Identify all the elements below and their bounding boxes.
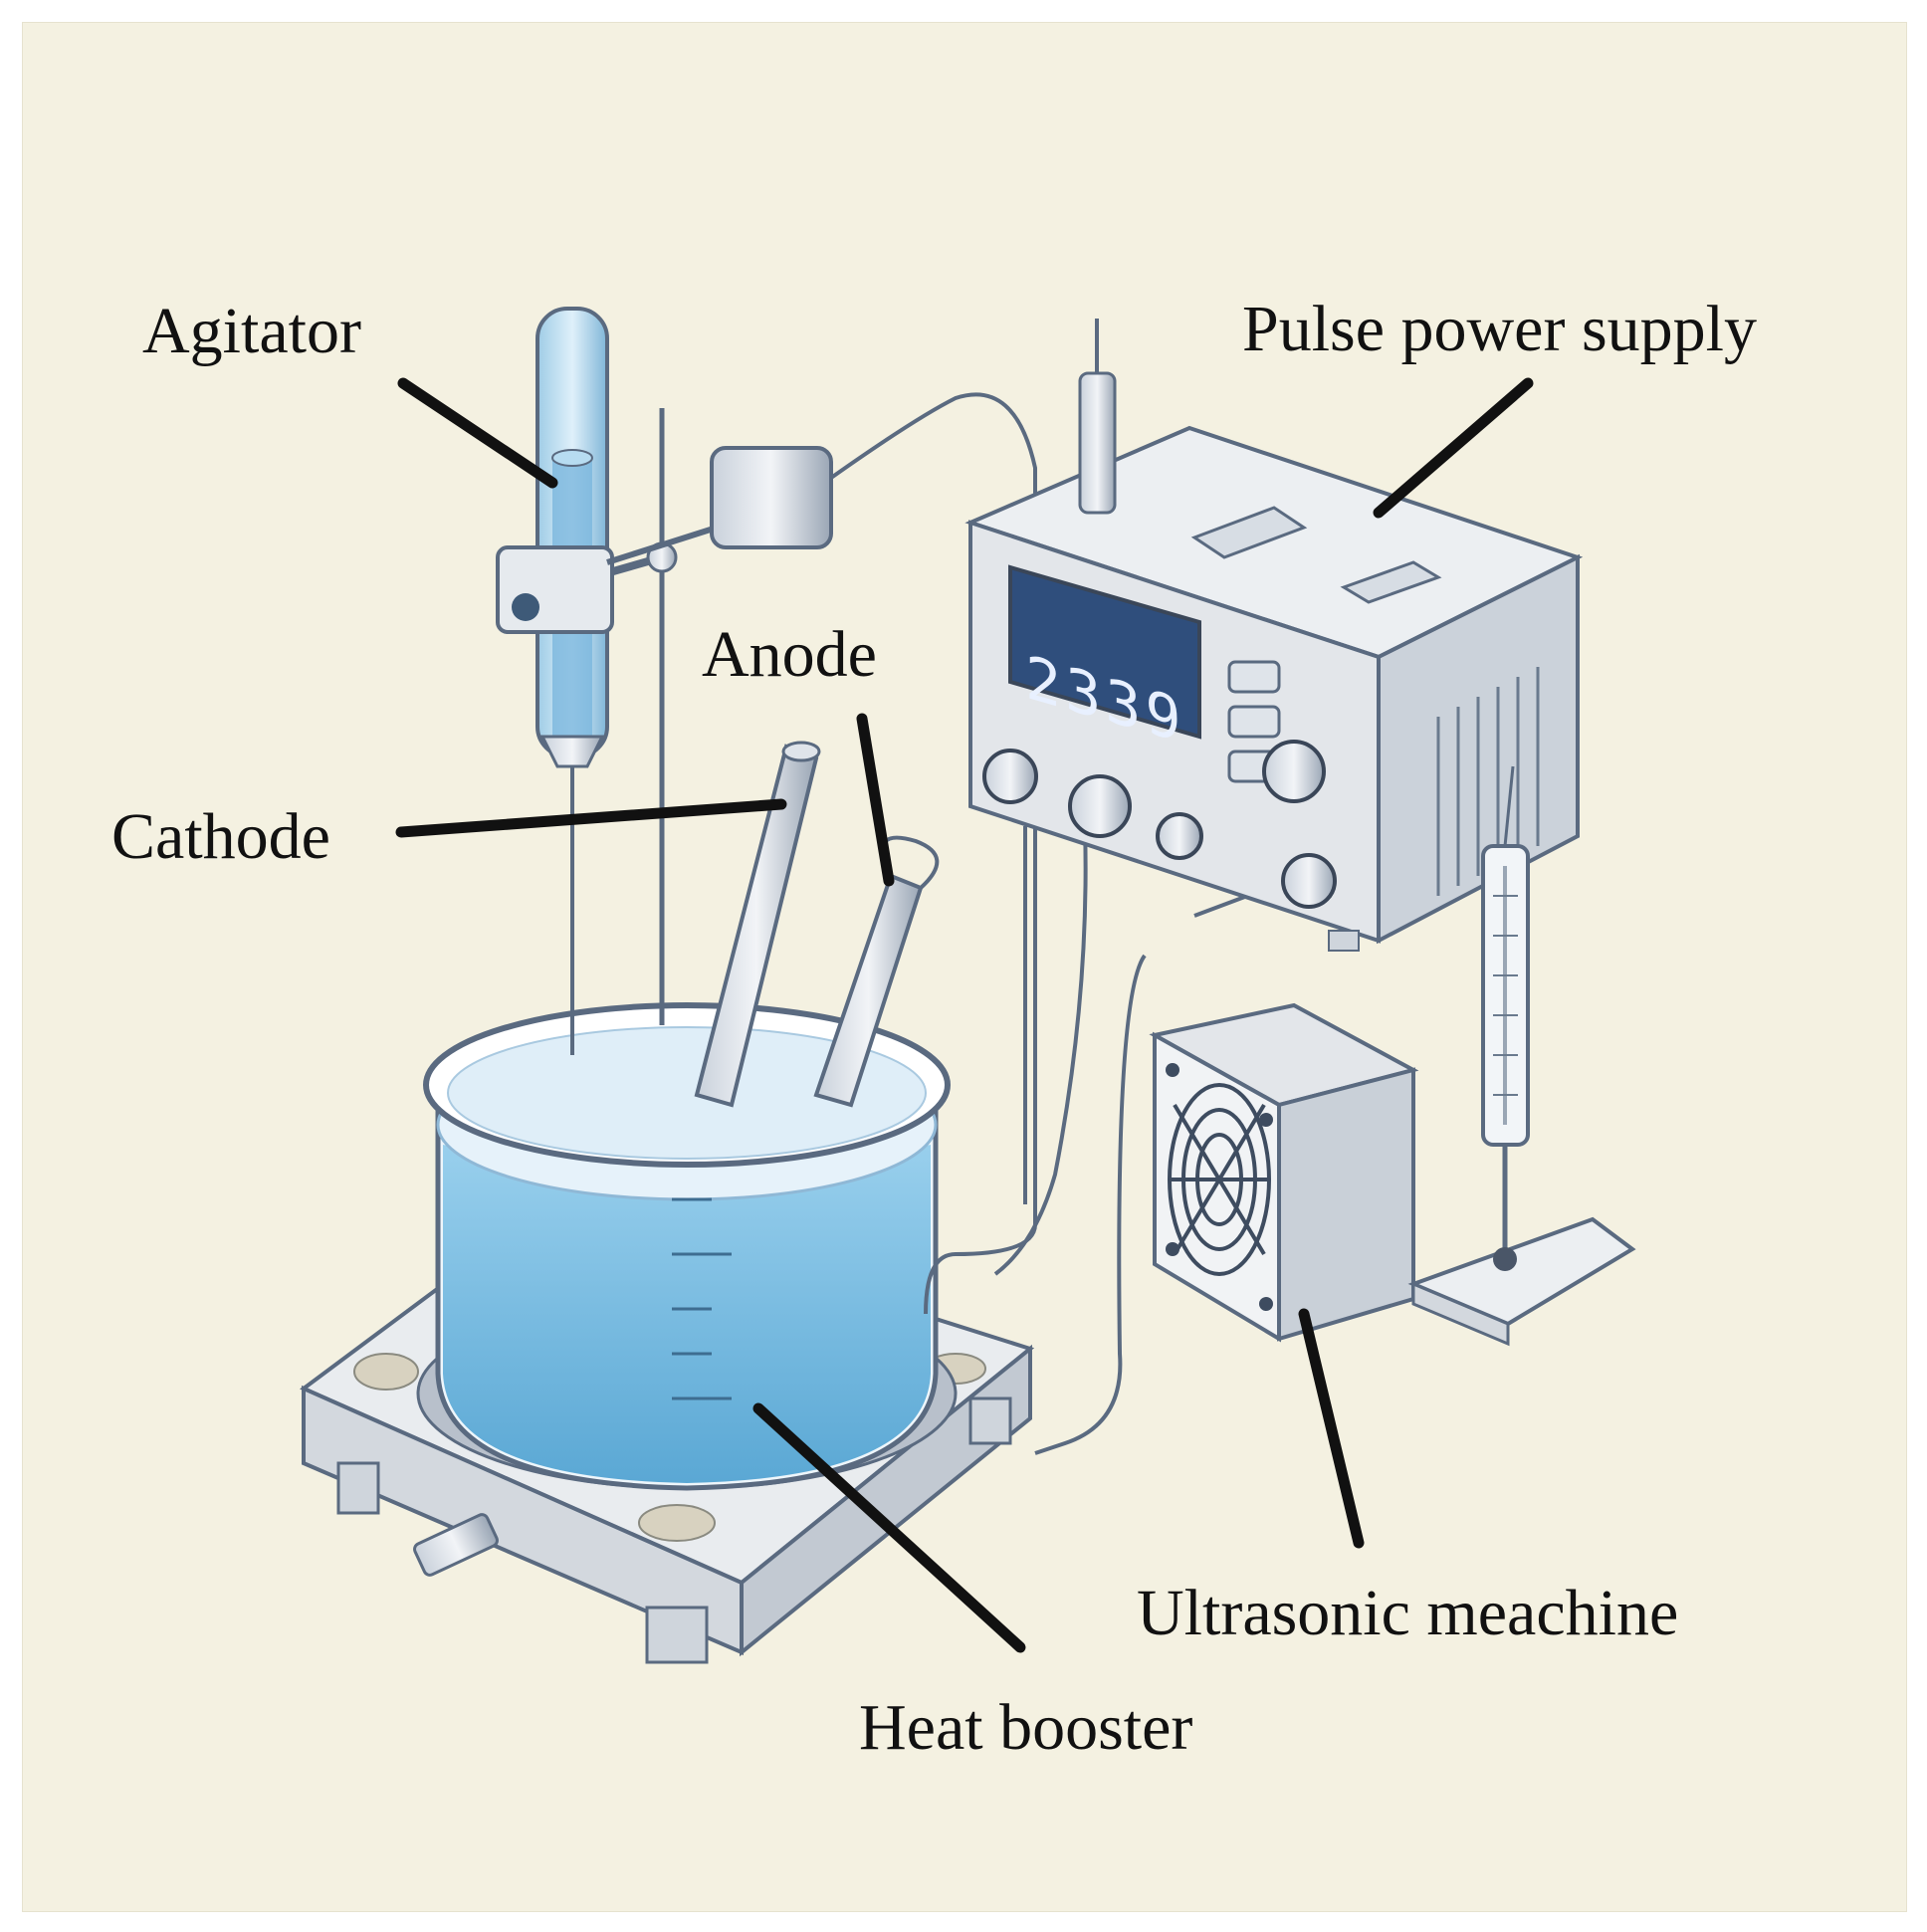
anode-label: Anode (702, 618, 877, 691)
heat-booster-knob (413, 1513, 499, 1577)
agitator-clamp (606, 446, 833, 565)
heat-booster-label: Heat booster (859, 1691, 1193, 1764)
ultrasonic-machine-device (1149, 1002, 1419, 1343)
fan-grille-icon (1168, 1083, 1271, 1276)
heat-booster-leader-line (752, 1402, 1026, 1653)
beaker (423, 1002, 951, 1491)
agitator-label: Agitator (142, 295, 361, 367)
cables (829, 392, 1275, 1455)
probe-connector (1078, 319, 1117, 515)
cathode-leader-line (395, 798, 787, 838)
power-supply-knob-left[interactable] (982, 749, 1038, 804)
power-supply-knob-right[interactable] (1262, 740, 1326, 803)
cathode-electrode (694, 741, 821, 1108)
thermometer (1407, 765, 1636, 1347)
agitator-leader-line (397, 377, 558, 489)
stand-and-agitator (496, 307, 833, 1055)
leader-lines (395, 377, 1534, 1653)
power-supply-knob-center[interactable] (1068, 774, 1132, 838)
power-supply-top-switch[interactable] (1190, 506, 1442, 604)
pulse-power-supply-label: Pulse power supply (1242, 293, 1757, 365)
ultrasonic-machine-leader-line (1298, 1308, 1365, 1549)
power-supply-knob-lower[interactable] (1281, 853, 1337, 909)
cathode-label: Cathode (111, 800, 330, 873)
power-supply-knob-small[interactable] (1156, 812, 1203, 860)
ultrasonic-machine-label: Ultrasonic meachine (1137, 1577, 1679, 1649)
pulse-power-supply-device: 2339 (964, 319, 1584, 952)
pulse-power-supply-leader-line (1373, 377, 1534, 519)
anode-leader-line (856, 713, 895, 887)
